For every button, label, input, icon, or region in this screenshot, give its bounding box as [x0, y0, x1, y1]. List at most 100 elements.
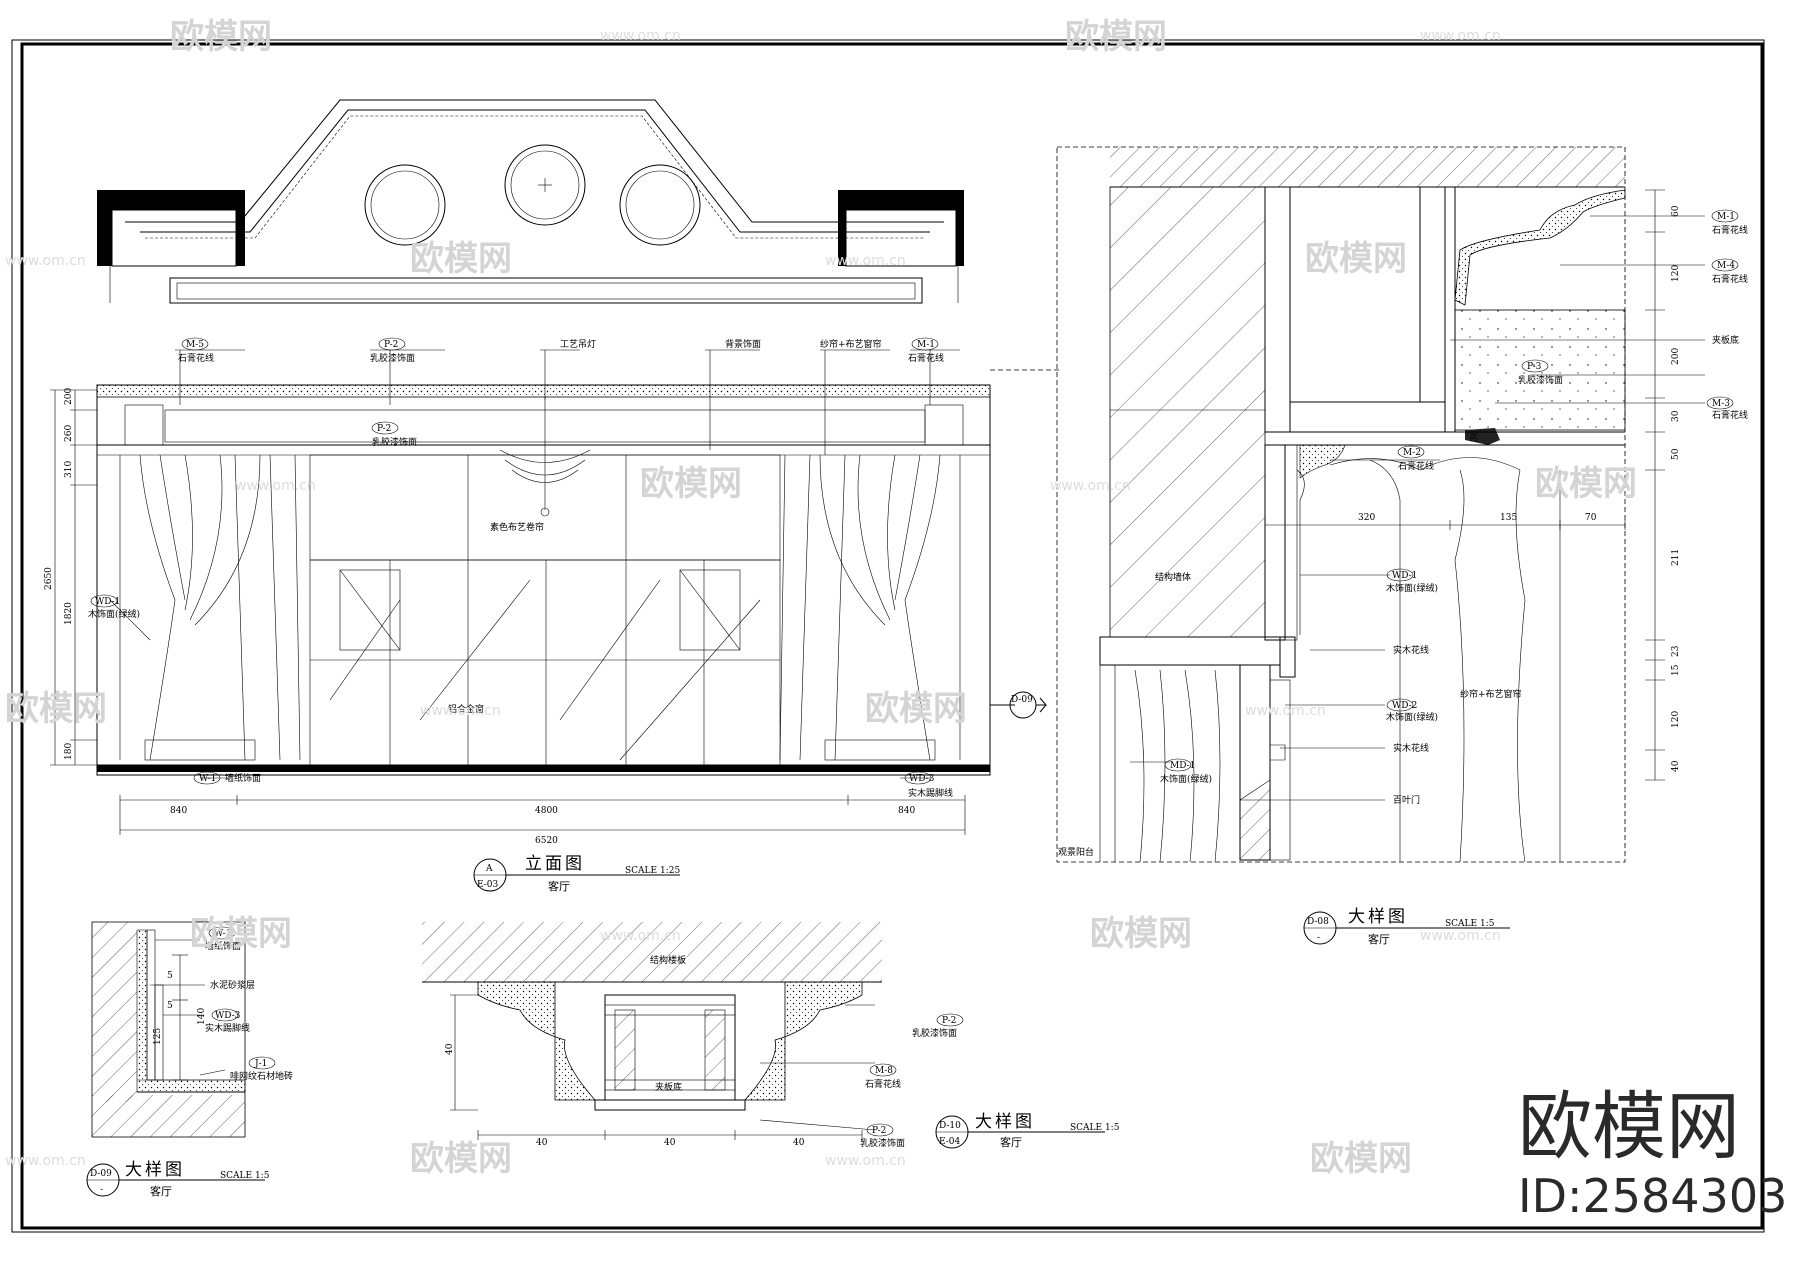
d08-title-room: 客厅 [1368, 932, 1390, 946]
d10-note-board: 夹板底 [655, 1081, 682, 1093]
detail-d09-drawing [91, 921, 246, 1138]
watermark-logo: 欧模网 [5, 689, 107, 729]
elev-title-scale: SCALE 1:25 [625, 866, 680, 876]
elev-dim-left-total: 2650 [44, 567, 54, 590]
d08-note-m3: 石膏花线 [1712, 409, 1748, 421]
d09-tag-wd3: WD-3 [215, 1011, 241, 1021]
detail-d10-drawing [422, 922, 882, 1140]
d10-title-tag-bottom: E-04 [939, 1137, 961, 1147]
watermark-url: www.om.cn [600, 28, 681, 44]
d09-title-name: 大样图 [125, 1160, 185, 1180]
elev-tag-wd3: WD-3 [909, 774, 935, 784]
d08-dim-9: 120 [1671, 711, 1681, 728]
d09-title-tag-bottom: - [100, 1185, 103, 1195]
d08-note-m2: 石膏花线 [1398, 460, 1434, 472]
d08-tag-m2: M-2 [1403, 448, 1421, 458]
watermark-logo: 欧模网 [170, 17, 272, 57]
elev-tag-m5: M-5 [186, 340, 204, 350]
watermark-logo: 欧模网 [1090, 914, 1192, 954]
d10-tags [866, 1013, 964, 1137]
elevation-drawing [50, 349, 1060, 835]
elev-title-room: 客厅 [548, 879, 570, 893]
watermark-logo: 欧模网 [1535, 464, 1637, 504]
elevation-left-dim [50, 389, 97, 766]
d10-note-p2: 乳胶漆饰面 [912, 1027, 957, 1039]
d09-note-w1: 墙纸饰面 [205, 940, 241, 952]
elev-note-m5: 石膏花线 [178, 352, 214, 364]
elev-title-tag-top: A [485, 864, 493, 874]
d08-tag-wd2: WD-2 [1392, 701, 1417, 711]
d08-tag-m3: M-3 [1712, 399, 1730, 409]
elev-title-tag-bottom: E-03 [477, 880, 499, 890]
d08-note-m4: 石膏花线 [1712, 273, 1748, 285]
d10-dim-bottom-2: 40 [664, 1138, 676, 1148]
elev-note-window: 铝合金窗 [448, 703, 484, 715]
watermark-layer: 欧模网 欧模网 欧模网 欧模网 欧模网 欧模网 欧模网 欧模网 欧模网 欧模网 … [5, 17, 1637, 1179]
d08-dim-10: 40 [1671, 760, 1681, 772]
watermark-url: www.om.cn [600, 928, 681, 944]
d09-dim-3: 140 [197, 1008, 207, 1025]
ceiling-plan [97, 99, 964, 304]
watermark-url: www.om.cn [5, 253, 86, 269]
d08-note-balcony: 观景阳台 [1058, 846, 1094, 858]
sheet-outer-border [11, 39, 1765, 1233]
watermark-logo: 欧模网 [410, 1139, 512, 1179]
watermark-logo: 欧模网 [1305, 239, 1407, 279]
d08-note-wood2: 实木花线 [1393, 742, 1429, 754]
elev-note-m1: 石膏花线 [908, 352, 944, 364]
d09-title-room: 客厅 [150, 1184, 172, 1198]
elev-tag-p2: P-2 [384, 340, 398, 350]
d08-tag-p3: P-3 [1527, 362, 1542, 372]
d09-dim-2: 5 [167, 1001, 173, 1011]
elev-dim-left-5: 180 [64, 743, 74, 760]
d08-dim-small: 36 [1470, 430, 1480, 442]
d08-dim-5: 50 [1671, 448, 1681, 460]
elev-dim-left-3: 310 [64, 461, 74, 478]
d08-tag-wd1: WD-1 [1392, 571, 1417, 581]
d09-title-tag-top: D-09 [90, 1169, 112, 1179]
elevation-right-curtain [779, 454, 961, 761]
elev-note-wd1: 木饰面(绿绒) [88, 608, 140, 620]
d08-right-dim [1645, 189, 1665, 781]
d10-title-name: 大样图 [975, 1112, 1035, 1132]
d09-dim-4: 125 [153, 1028, 163, 1045]
elev-note-p2: 乳胶漆饰面 [370, 352, 415, 364]
watermark-logo: 欧模网 [865, 689, 967, 729]
watermark-url: www.om.cn [1245, 703, 1326, 719]
elev-tag-m1: M-1 [917, 340, 935, 350]
d08-title-tag-top: D-08 [1307, 917, 1329, 927]
elev-dim-bottom-3: 840 [898, 806, 915, 816]
elev-dim-left-2: 260 [64, 425, 74, 442]
watermark-url: www.om.cn [825, 253, 906, 269]
d10-title-block [935, 1115, 1105, 1149]
d10-title-scale: SCALE 1:5 [1070, 1123, 1120, 1133]
d08-title-name: 大样图 [1348, 907, 1408, 927]
d08-title-block [1303, 911, 1510, 945]
elev-note-steel: 背景饰面 [725, 338, 761, 350]
elev-tag-p2b: P-2 [377, 424, 391, 434]
d10-tag-m8: M-8 [875, 1066, 893, 1076]
d08-dim-6: 211 [1671, 549, 1681, 566]
elev-note-p2b: 乳胶漆饰面 [372, 436, 417, 448]
d08-dim-2: 120 [1671, 265, 1681, 282]
d08-dim-4: 30 [1671, 410, 1681, 422]
d08-note-p3: 乳胶漆饰面 [1518, 374, 1563, 386]
watermark-logo: 欧模网 [1310, 1139, 1412, 1179]
elev-dim-bottom-2: 4800 [535, 806, 558, 816]
model-id: ID:2584303 [1518, 1169, 1787, 1223]
d08-note-shutter: 百叶门 [1393, 794, 1420, 806]
d08-note-m1: 石膏花线 [1712, 224, 1748, 236]
d10-tag-p2: P-2 [942, 1016, 956, 1026]
sheet-inner-border [20, 42, 1764, 1230]
d08-dim-8: 15 [1671, 664, 1681, 676]
watermark-logo: 欧模网 [1065, 17, 1167, 57]
d09-tag-j1: J-1 [254, 1059, 267, 1069]
d10-dim-left: 40 [445, 1043, 455, 1055]
d08-title-tag-bottom: - [1317, 933, 1320, 943]
elev-dim-left-1: 200 [64, 388, 74, 405]
d08-dim-top-2: 135 [1500, 513, 1517, 523]
elev-dim-bottom-1: 840 [170, 806, 187, 816]
d08-dim-top-1: 320 [1358, 513, 1375, 523]
d10-tag-p2b: P-2 [872, 1126, 886, 1136]
watermark-url: www.om.cn [5, 1153, 86, 1169]
